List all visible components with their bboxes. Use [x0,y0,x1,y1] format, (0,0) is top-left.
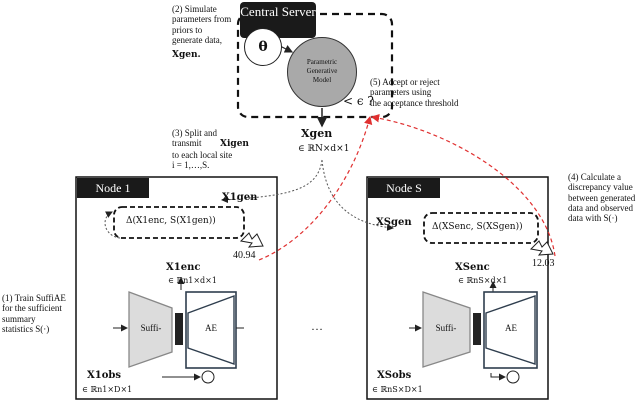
theta-node: θ [244,28,282,66]
node1-output-circle [201,370,215,384]
nodeS-encoder [422,291,471,368]
node1-return-curve [258,115,373,261]
nodeS-return-curve [370,114,556,257]
node1-value: 40.94 [233,250,256,261]
nodeS-output-circle [506,370,520,384]
nodeS-ae-label: AE [505,323,517,333]
x-i-gen: Xigen [220,139,249,149]
step-simulate: (2) Simulate parameters from priors to g… [172,4,232,46]
nodeS-decoder [485,295,536,365]
node1-x-obs: X1obs [87,370,122,381]
nodeS-obs-arrow [490,373,506,381]
tolerance-label: < ϵ ? [343,94,374,108]
step-split-rest: to each local site i = 1,…,S. [172,150,233,171]
nodeS-suffi-label: Suffi- [435,323,457,333]
node1-ae-label: AE [205,323,217,333]
node1-discrepancy: Δ(X1enc, S(X1gen)) [126,216,216,226]
node1-box [75,176,278,400]
nodeS-discrepancy: Δ(XSenc, S(XSgen)) [432,222,523,232]
node1-suffi-label: Suffi- [140,323,162,333]
more-nodes-ellipsis: … [311,319,323,333]
node1-x-enc: X1enc [166,262,201,273]
node1-bottleneck [175,313,183,345]
node1-x-obs-dim: ∈ ℝn1×D×1 [82,385,133,394]
x-gen-main-dim: ∈ ℝN×d×1 [298,144,350,154]
node1-discrepancy-box [113,206,245,239]
theta-to-model-arrow [279,45,294,53]
nodeS-x-obs-dim: ∈ ℝnS×D×1 [372,385,423,394]
distribute-to-node1 [221,159,323,204]
nodeS-hollow-arrow [529,240,554,256]
distribute-to-nodeS [321,159,394,231]
nodeS-value: 12.03 [532,258,555,269]
nodeS-x-gen: XSgen [376,217,412,228]
nodeS-bottleneck [473,313,481,345]
nodeS-discrepancy-box [423,212,539,244]
generative-model-node: Parametric Generative Model [287,37,357,107]
step-accept: (5) Accept or reject parameters using th… [370,77,459,108]
node1-x-enc-dim: ∈ ℝn1×d×1 [168,276,217,285]
nodeS-x-enc: XSenc [455,262,490,273]
nodeS-title: Node S [368,178,440,198]
step-train: (1) Train SuffiAE for the sufficient sum… [2,293,66,335]
step-split: (3) Split and transmit [172,128,217,149]
node1-x-gen: X1gen [222,192,258,203]
node1-decoder [187,294,235,365]
node1-title: Node 1 [77,178,149,198]
node1-hollow-arrow [239,232,264,248]
x-gen-main: Xgen [301,127,333,140]
nodeS-x-enc-dim: ∈ ℝnS×d×1 [458,276,508,285]
node1-encoder [128,291,173,368]
nodeS-x-obs: XSobs [377,370,412,381]
step-calculate: (4) Calculate a discrepancy value betwee… [568,172,636,224]
x-gen-step2: Xgen. [172,50,201,60]
node1-loop-arrow [104,211,121,239]
